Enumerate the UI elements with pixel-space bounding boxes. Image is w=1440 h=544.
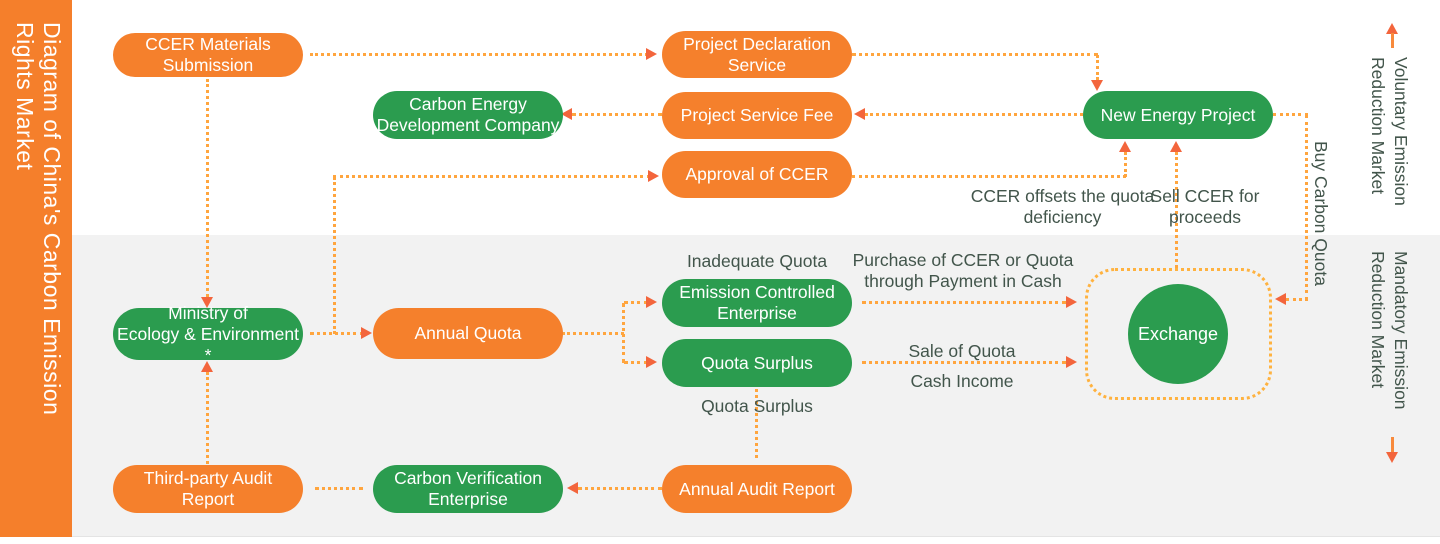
connector-quota-split-v xyxy=(622,303,625,363)
connector-nep-to-fee xyxy=(865,113,1083,116)
mandatory-down-arrow-shaft xyxy=(1391,437,1394,452)
node-approval-of-ccer: Approval of CCER xyxy=(662,151,852,198)
connector-declaration-to-nep-h xyxy=(852,53,1098,56)
voluntary-market-label: Voluntary Emission Reduction Market xyxy=(1366,57,1412,217)
node-carbon-verification-enterprise: Carbon Verification Enterprise xyxy=(373,465,563,513)
node-label: Quota Surplus xyxy=(701,352,813,373)
diagram-title: Diagram of China's Carbon Emission Right… xyxy=(11,22,65,530)
arrowhead-left-icon xyxy=(561,108,572,120)
sidebar: Diagram of China's Carbon Emission Right… xyxy=(0,0,72,537)
arrowhead-left-icon xyxy=(567,482,578,494)
node-label: Approval of CCER xyxy=(685,164,829,184)
connector-to-approval xyxy=(333,175,650,178)
voluntary-market-line-1: Voluntary Emission xyxy=(1391,57,1411,206)
arrowhead-right-icon xyxy=(1066,296,1077,308)
connector-ministry-branch-up xyxy=(333,177,336,334)
node-label: Annual Audit Report xyxy=(679,478,835,499)
arrowhead-left-icon xyxy=(854,108,865,120)
mandatory-market-label: Mandatory Emission Reduction Market xyxy=(1366,251,1412,426)
node-label: Ministry of Ecology & Environment * xyxy=(117,302,299,365)
node-project-service-fee: Project Service Fee xyxy=(662,92,852,139)
connector-thirdparty-to-ministry xyxy=(206,372,209,464)
node-label: Carbon Verification Enterprise xyxy=(394,468,542,509)
label-buy-carbon-quota: Buy Carbon Quota xyxy=(1311,141,1331,286)
node-third-party-audit-report: Third-party Audit Report xyxy=(113,465,303,513)
connector-quota-to-emission xyxy=(624,301,648,304)
node-carbon-energy-development-company: Carbon Energy Development Company xyxy=(373,91,563,139)
node-quota-surplus: Quota Surplus xyxy=(662,339,852,387)
label-sale-of-quota: Sale of Quota xyxy=(908,341,1016,361)
mandatory-market-line-1: Mandatory Emission xyxy=(1391,251,1411,410)
connector-nep-to-exchange-h2 xyxy=(1286,298,1308,301)
connector-approval-to-nep-v xyxy=(1124,152,1127,177)
voluntary-market-line-2: Reduction Market xyxy=(1368,57,1388,195)
label-purchase-of-ccer: Purchase of CCER or Quota through Paymen… xyxy=(852,250,1074,291)
node-label: Annual Quota xyxy=(414,323,522,343)
node-label: CCER Materials Submission xyxy=(145,34,271,75)
label-quota-surplus-flow: Quota Surplus xyxy=(701,396,813,416)
node-project-declaration-service: Project Declaration Service xyxy=(662,31,852,78)
node-ministry-of-ecology-environment: Ministry of Ecology & Environment * xyxy=(113,303,303,365)
mandatory-down-arrow-icon xyxy=(1386,452,1398,463)
connector-fee-to-company xyxy=(572,113,662,116)
node-new-energy-project: New Energy Project xyxy=(1083,91,1273,139)
connector-ministry-to-quota xyxy=(310,332,364,335)
node-emission-controlled-enterprise: Emission Controlled Enterprise xyxy=(662,279,852,327)
diagram-title-line-1: Diagram of China's Carbon Emission xyxy=(39,22,65,416)
arrowhead-down-icon xyxy=(201,297,213,308)
connector-ccer-to-ministry xyxy=(206,79,209,297)
connector-quota-split-h xyxy=(562,332,624,335)
connector-verification-to-thirdparty xyxy=(315,487,363,490)
arrowhead-right-icon xyxy=(1066,356,1077,368)
label-sell-ccer: Sell CCER for proceeds xyxy=(1150,186,1260,227)
arrowhead-up-icon xyxy=(201,361,213,372)
node-label: Project Service Fee xyxy=(680,105,834,125)
arrowhead-left-icon xyxy=(1275,293,1286,305)
node-annual-audit-report: Annual Audit Report xyxy=(662,465,852,513)
node-label: New Energy Project xyxy=(1100,104,1256,125)
arrowhead-right-icon xyxy=(361,327,372,339)
connector-nep-to-exchange-h1 xyxy=(1273,113,1308,116)
mandatory-market-line-2: Reduction Market xyxy=(1368,251,1388,389)
connector-approval-to-nep-h xyxy=(852,175,1126,178)
connector-ccer-to-declaration xyxy=(310,53,648,56)
arrowhead-right-icon xyxy=(646,48,657,60)
node-label: Project Declaration Service xyxy=(683,33,831,75)
label-cash-income: Cash Income xyxy=(910,371,1014,391)
arrowhead-right-icon xyxy=(646,296,657,308)
node-ccer-materials-submission: CCER Materials Submission xyxy=(113,33,303,77)
voluntary-up-arrow-icon xyxy=(1386,23,1398,34)
connector-quota-to-surplus xyxy=(624,361,648,364)
arrowhead-down-icon xyxy=(1091,80,1103,91)
voluntary-up-arrow-shaft xyxy=(1391,33,1394,48)
arrowhead-up-icon xyxy=(1119,141,1131,152)
node-label: Emission Controlled Enterprise xyxy=(679,282,835,323)
connector-nep-to-exchange-v xyxy=(1305,115,1308,300)
connector-sale xyxy=(862,361,1066,364)
exchange-boundary xyxy=(1085,268,1272,400)
connector-exchange-to-nep xyxy=(1175,152,1178,268)
connector-audit-to-verification xyxy=(578,487,662,490)
node-annual-quota: Annual Quota xyxy=(373,308,563,359)
arrowhead-up-icon xyxy=(1170,141,1182,152)
connector-purchase xyxy=(862,301,1066,304)
label-inadequate-quota: Inadequate Quota xyxy=(686,251,828,271)
node-label: Exchange xyxy=(1137,323,1219,344)
node-exchange: Exchange xyxy=(1128,284,1228,384)
label-ccer-offsets: CCER offsets the quota deficiency xyxy=(970,186,1155,227)
node-label: Third-party Audit Report xyxy=(143,468,273,509)
diagram-title-line-2: Rights Market xyxy=(12,22,38,171)
connector-declaration-to-nep-v xyxy=(1096,55,1099,80)
node-label: Carbon Energy Development Company xyxy=(376,94,560,135)
arrowhead-right-icon xyxy=(646,356,657,368)
connector-surplus-to-audit xyxy=(755,389,758,458)
arrowhead-right-icon xyxy=(648,170,659,182)
bottom-divider xyxy=(0,536,1440,537)
